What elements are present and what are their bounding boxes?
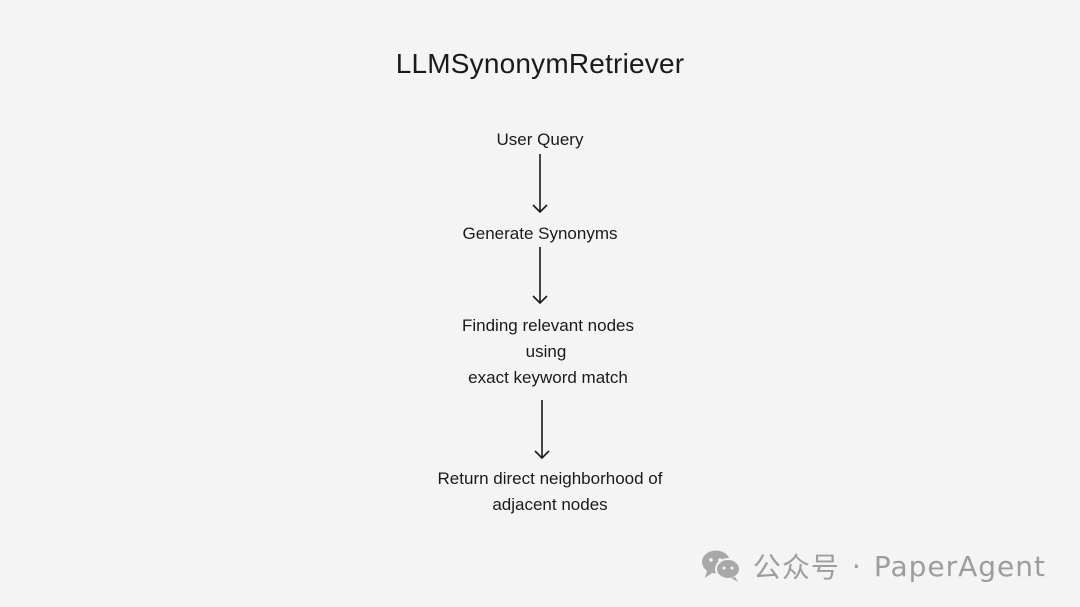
step-finding-relevant-nodes: Finding relevant nodes using exact keywo… — [398, 313, 698, 391]
step-line: exact keyword match — [468, 368, 628, 387]
watermark-name: PaperAgent — [873, 549, 1046, 583]
step-line: Finding relevant nodes — [461, 316, 634, 335]
arrow-3 — [534, 400, 550, 460]
wechat-icon — [701, 550, 741, 582]
step-return-neighborhood: Return direct neighborhood of adjacent n… — [390, 466, 710, 518]
arrow-1 — [532, 154, 548, 214]
watermark-separator: · — [851, 549, 862, 583]
diagram-title: LLMSynonymRetriever — [395, 48, 685, 79]
step-line: adjacent nodes — [492, 495, 608, 514]
watermark: 公众号 · PaperAgent — [701, 546, 1046, 586]
step-line: Return direct neighborhood of — [437, 469, 663, 488]
step-line: using — [525, 342, 567, 361]
step-line: Generate Synonyms — [462, 224, 618, 243]
step-generate-synonyms: Generate Synonyms — [390, 221, 690, 247]
arrow-2 — [532, 247, 548, 305]
watermark-label: 公众号 — [752, 551, 840, 584]
step-user-query: User Query — [390, 127, 690, 153]
step-line: User Query — [496, 130, 584, 149]
